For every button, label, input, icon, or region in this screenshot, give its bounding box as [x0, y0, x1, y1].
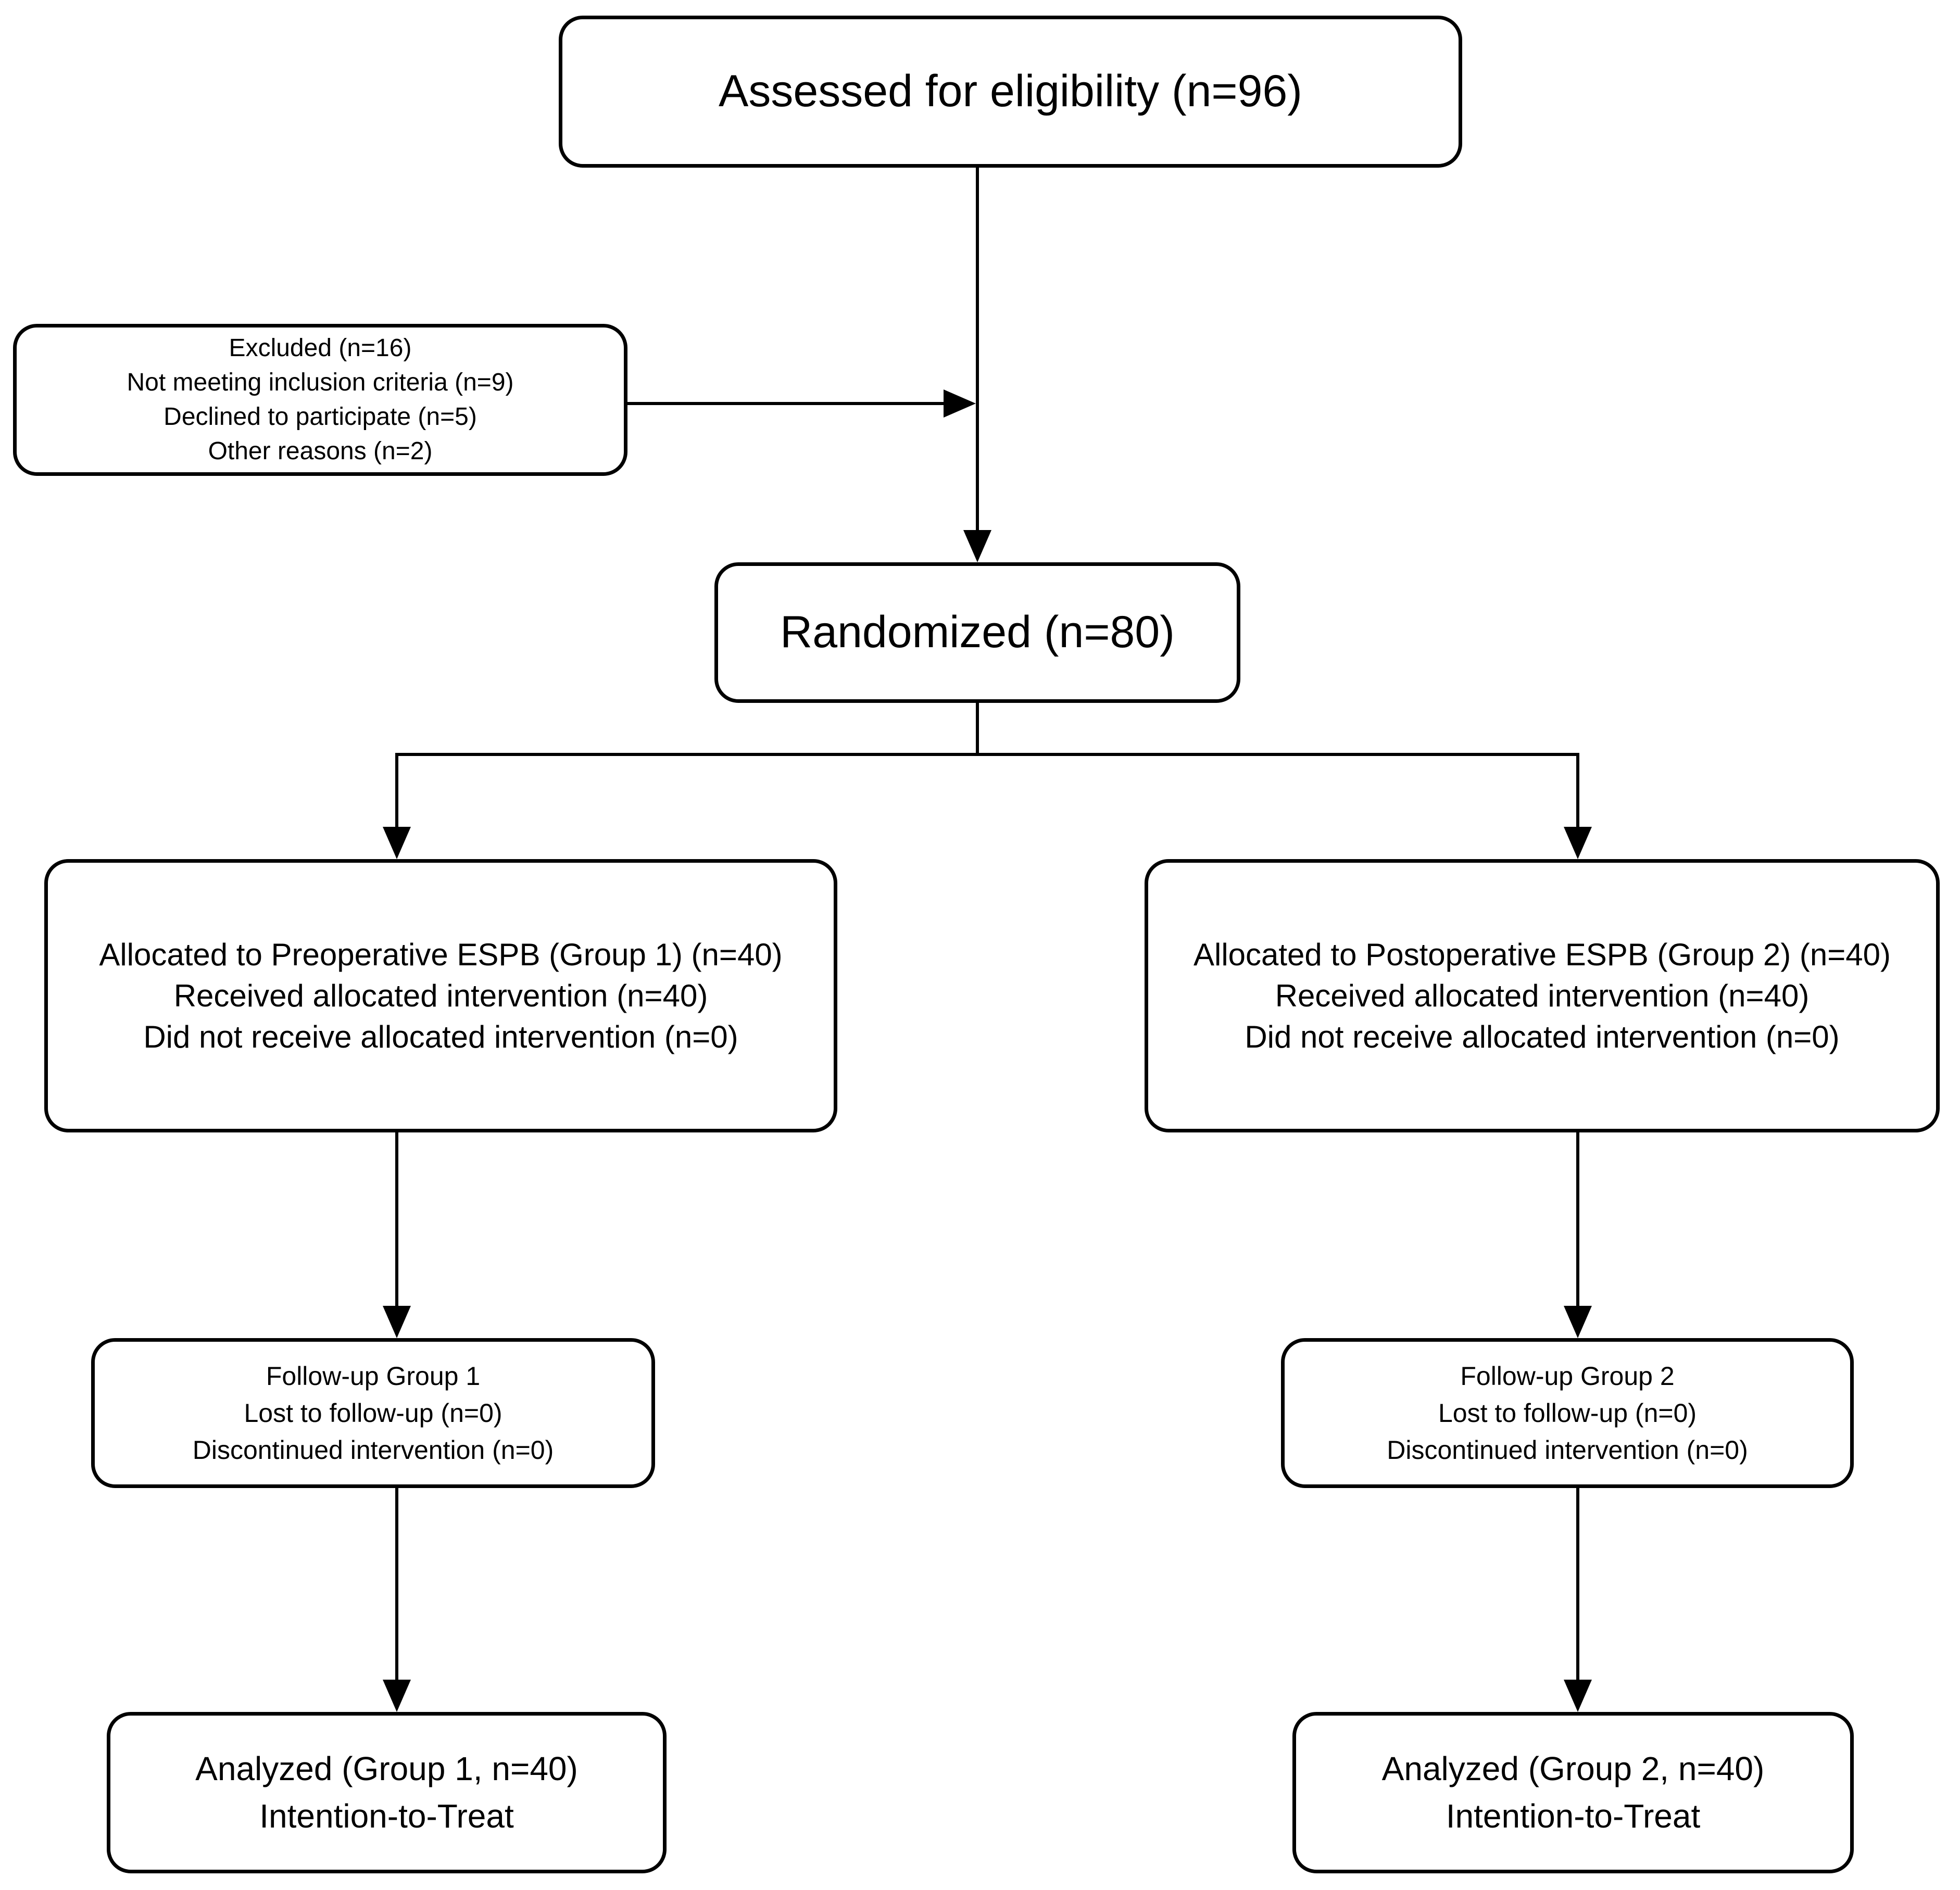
connector-followup1-to-analyzed1 [395, 1488, 398, 1682]
connector-allocation1-to-followup1 [395, 1132, 398, 1308]
analyzed1-title-text: Analyzed (Group 1, n=40) [195, 1750, 578, 1788]
arrowhead-down-followup1 [383, 1306, 411, 1338]
allocation2-not-received-text: Did not receive allocated intervention (… [1245, 1019, 1840, 1055]
node-assessed-eligibility: Assessed for eligibility (n=96) [559, 16, 1462, 168]
connector-branch-to-allocation1 [395, 753, 398, 829]
node-randomized: Randomized (n=80) [714, 562, 1240, 703]
excluded-inclusion-criteria-text: Not meeting inclusion criteria (n=9) [127, 368, 514, 396]
allocation1-received-text: Received allocated intervention (n=40) [173, 978, 708, 1013]
followup1-discontinued-text: Discontinued intervention (n=0) [192, 1435, 554, 1465]
allocation1-title-text: Allocated to Preoperative ESPB (Group 1)… [99, 937, 783, 972]
connector-assessed-to-randomized [976, 168, 979, 532]
arrowhead-down-allocation1 [383, 827, 411, 859]
followup1-title-text: Follow-up Group 1 [266, 1361, 481, 1391]
arrowhead-down-analyzed2 [1564, 1680, 1592, 1712]
node-allocation-group1: Allocated to Preoperative ESPB (Group 1)… [44, 859, 837, 1132]
assessed-text: Assessed for eligibility (n=96) [719, 66, 1302, 117]
connector-excluded-to-mainline [627, 402, 946, 405]
node-followup-group2: Follow-up Group 2 Lost to follow-up (n=0… [1281, 1338, 1854, 1488]
node-analyzed-group2: Analyzed (Group 2, n=40) Intention-to-Tr… [1292, 1712, 1854, 1873]
allocation1-not-received-text: Did not receive allocated intervention (… [143, 1019, 738, 1055]
arrowhead-down-analyzed1 [383, 1680, 411, 1712]
analyzed2-itt-text: Intention-to-Treat [1446, 1797, 1701, 1835]
followup2-discontinued-text: Discontinued intervention (n=0) [1387, 1435, 1748, 1465]
connector-allocation2-to-followup2 [1576, 1132, 1579, 1308]
allocation2-received-text: Received allocated intervention (n=40) [1275, 978, 1810, 1013]
followup2-lost-text: Lost to follow-up (n=0) [1438, 1398, 1697, 1428]
connector-followup2-to-analyzed2 [1576, 1488, 1579, 1682]
node-allocation-group2: Allocated to Postoperative ESPB (Group 2… [1145, 859, 1940, 1132]
arrowhead-down-randomized [963, 530, 991, 562]
connector-randomized-stub [976, 703, 979, 755]
excluded-other-text: Other reasons (n=2) [208, 437, 433, 465]
excluded-total-text: Excluded (n=16) [229, 334, 412, 362]
excluded-declined-text: Declined to participate (n=5) [164, 403, 477, 431]
randomized-text: Randomized (n=80) [780, 607, 1175, 658]
node-excluded: Excluded (n=16) Not meeting inclusion cr… [13, 324, 627, 476]
arrowhead-down-followup2 [1564, 1306, 1592, 1338]
followup1-lost-text: Lost to follow-up (n=0) [244, 1398, 502, 1428]
analyzed1-itt-text: Intention-to-Treat [259, 1797, 514, 1835]
node-followup-group1: Follow-up Group 1 Lost to follow-up (n=0… [91, 1338, 655, 1488]
connector-branch-to-allocation2 [1576, 753, 1579, 829]
arrowhead-down-allocation2 [1564, 827, 1592, 859]
followup2-title-text: Follow-up Group 2 [1460, 1361, 1675, 1391]
analyzed2-title-text: Analyzed (Group 2, n=40) [1381, 1750, 1765, 1788]
arrowhead-right-excluded [944, 389, 976, 418]
allocation2-title-text: Allocated to Postoperative ESPB (Group 2… [1193, 937, 1891, 972]
connector-branch-horizontal [395, 753, 1579, 756]
node-analyzed-group1: Analyzed (Group 1, n=40) Intention-to-Tr… [107, 1712, 667, 1873]
